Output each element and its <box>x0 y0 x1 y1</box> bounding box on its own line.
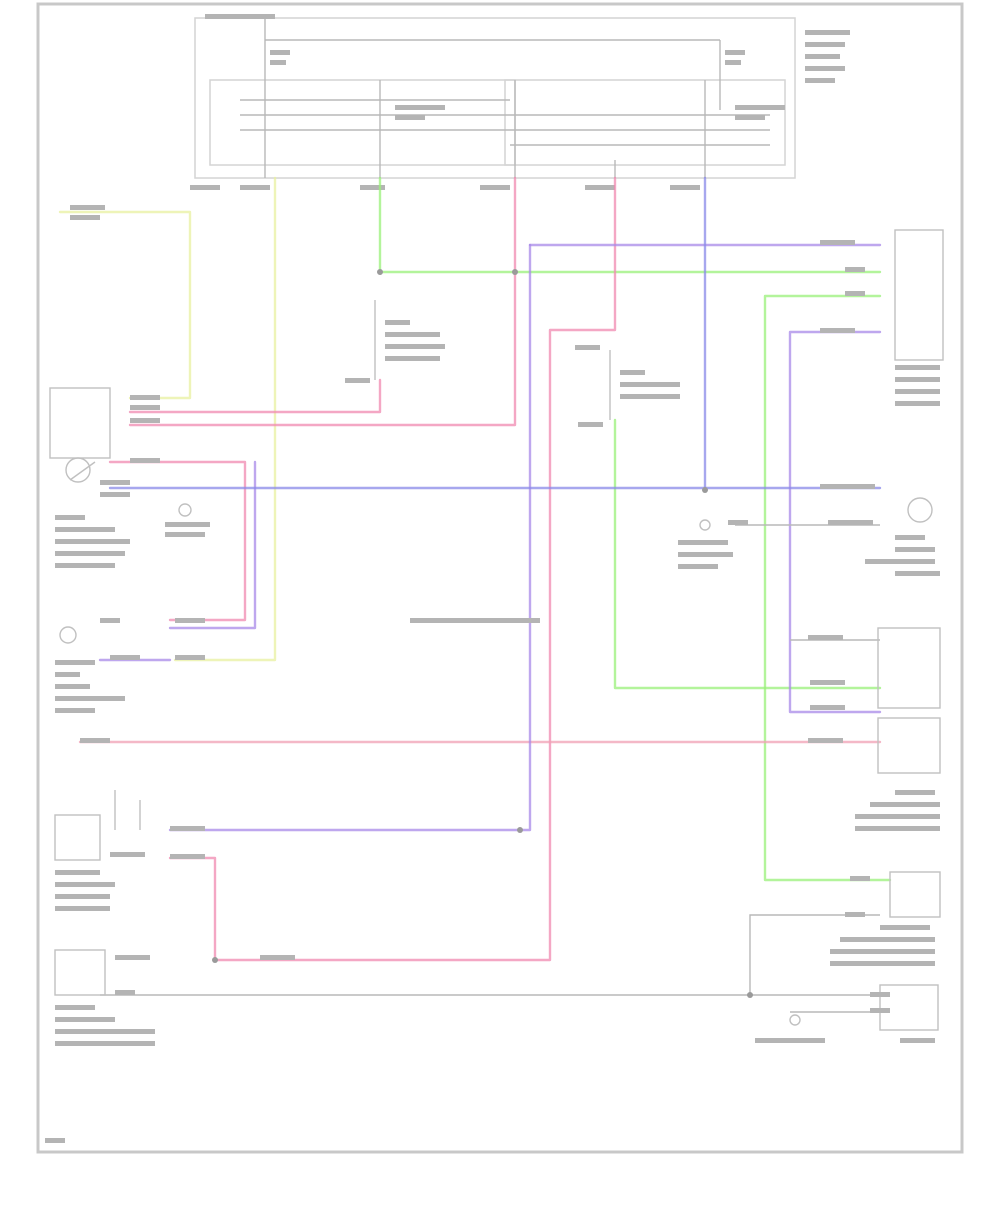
junction-dots <box>212 269 753 998</box>
right-components <box>755 229 944 1043</box>
left-components <box>49 387 210 1046</box>
center-components <box>345 300 733 623</box>
wire-harness <box>58 176 892 1013</box>
fuse-relay-block <box>190 14 850 190</box>
page-marker <box>45 1138 65 1143</box>
wire-color-codes <box>70 205 890 1013</box>
diagram-border <box>36 2 964 1154</box>
